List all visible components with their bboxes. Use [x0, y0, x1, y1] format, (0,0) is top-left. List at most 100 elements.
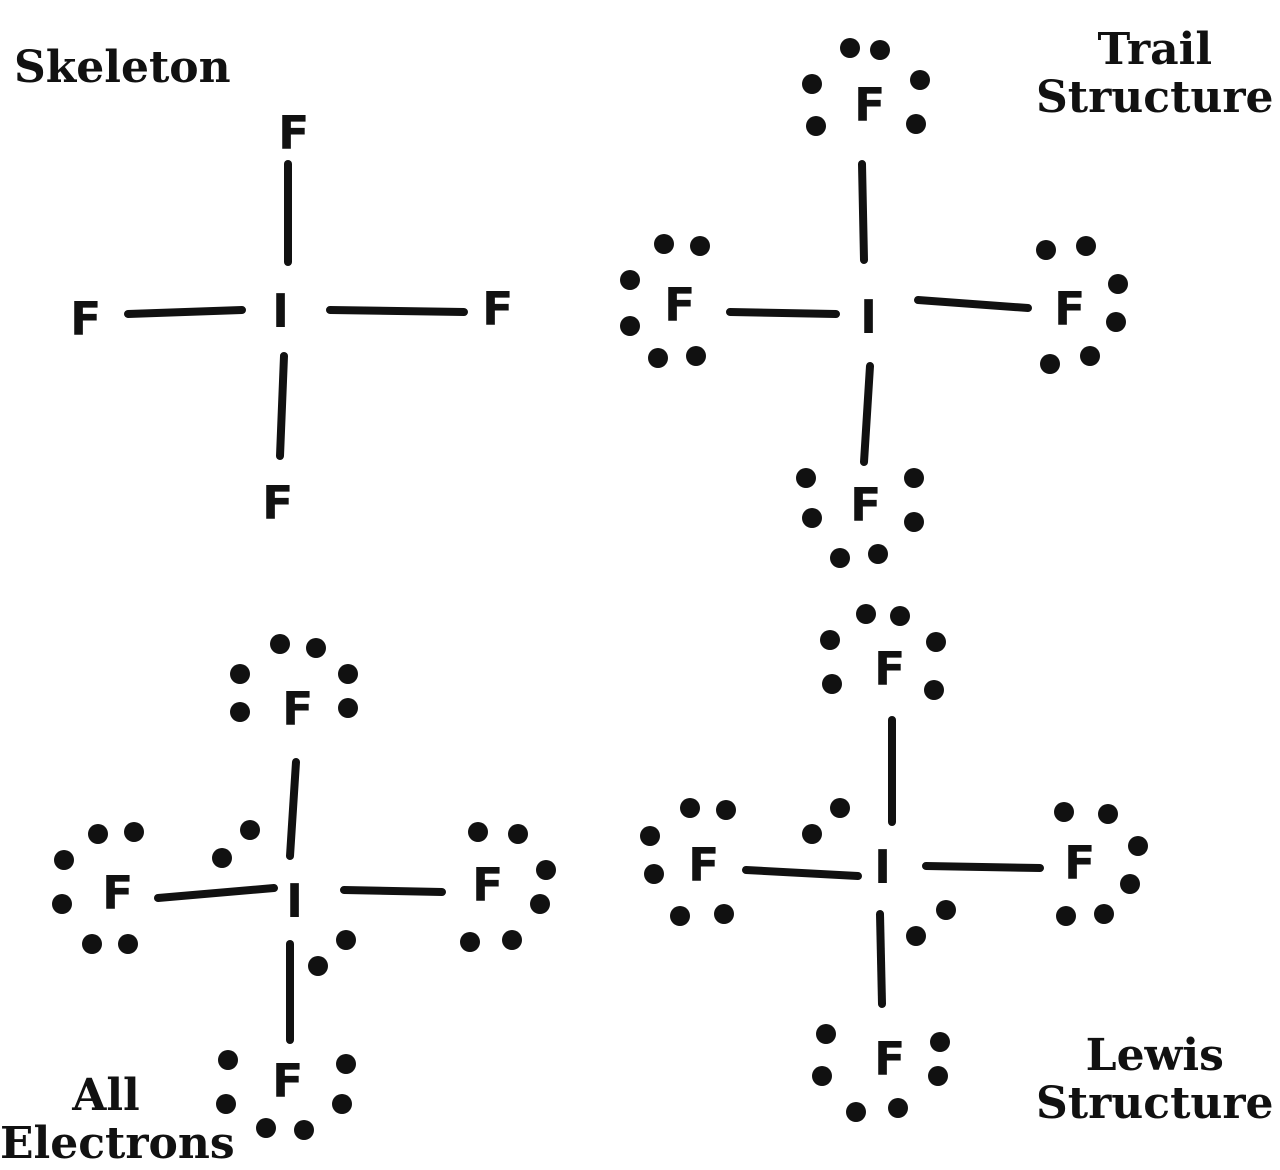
- lone-pair-electron-dot: [336, 930, 356, 950]
- atom-fluorine-right: F: [1064, 836, 1096, 890]
- lone-pair-electron-dot: [936, 900, 956, 920]
- caption-line: Trail: [1097, 24, 1213, 75]
- caption-lewis-structure: Lewis Structure: [1036, 1032, 1274, 1128]
- lone-pair-electron-dot: [230, 702, 250, 722]
- lone-pair-electron-dot: [930, 1032, 950, 1052]
- atom-fluorine-right: F: [482, 282, 514, 336]
- lone-pair-electron-dot: [332, 1094, 352, 1114]
- lone-pair-electron-dot: [680, 798, 700, 818]
- lone-pair-electron-dot: [802, 824, 822, 844]
- atom-fluorine-left: F: [70, 292, 102, 346]
- lone-pair-electron-dot: [856, 604, 876, 624]
- lone-pair-electron-dot: [868, 544, 888, 564]
- lone-pair-electron-dot: [508, 824, 528, 844]
- lone-pair-electron-dot: [230, 664, 250, 684]
- lone-pair-electron-dot: [904, 512, 924, 532]
- atom-fluorine-left: F: [102, 866, 134, 920]
- lone-pair-electron-dot: [1106, 312, 1126, 332]
- lone-pair-electron-dot: [802, 74, 822, 94]
- atom-fluorine-top: F: [874, 642, 906, 696]
- lone-pair-electron-dot: [924, 680, 944, 700]
- lone-pair-electron-dot: [714, 904, 734, 924]
- bond-right: [914, 296, 1032, 312]
- atom-central-iodine: I: [860, 290, 878, 344]
- lone-pair-electron-dot: [88, 824, 108, 844]
- lone-pair-electron-dot: [846, 1102, 866, 1122]
- bond-left: [154, 884, 278, 902]
- lone-pair-electron-dot: [468, 822, 488, 842]
- lone-pair-electron-dot: [796, 468, 816, 488]
- lone-pair-electron-dot: [212, 848, 232, 868]
- lone-pair-electron-dot: [270, 634, 290, 654]
- caption-trail-structure: Trail Structure: [1036, 26, 1274, 122]
- lone-pair-electron-dot: [1056, 906, 1076, 926]
- atom-fluorine-right: F: [1054, 282, 1086, 336]
- caption-line: Structure: [1036, 1078, 1274, 1129]
- lone-pair-electron-dot: [802, 508, 822, 528]
- caption-line: Electrons: [0, 1118, 235, 1169]
- lone-pair-electron-dot: [1036, 240, 1056, 260]
- bond-top: [858, 160, 868, 264]
- caption-skeleton: Skeleton: [14, 44, 231, 92]
- lone-pair-electron-dot: [820, 630, 840, 650]
- lone-pair-electron-dot: [816, 1024, 836, 1044]
- lone-pair-electron-dot: [1076, 236, 1096, 256]
- bond-top: [286, 758, 300, 860]
- lone-pair-electron-dot: [648, 348, 668, 368]
- lone-pair-electron-dot: [338, 698, 358, 718]
- lone-pair-electron-dot: [620, 316, 640, 336]
- lone-pair-electron-dot: [240, 820, 260, 840]
- lone-pair-electron-dot: [308, 956, 328, 976]
- lone-pair-electron-dot: [904, 468, 924, 488]
- atom-central-iodine: I: [286, 874, 304, 928]
- caption-line: All: [72, 1070, 140, 1121]
- lone-pair-electron-dot: [716, 800, 736, 820]
- atom-central-iodine: I: [272, 284, 290, 338]
- lone-pair-electron-dot: [926, 632, 946, 652]
- lone-pair-electron-dot: [822, 674, 842, 694]
- lone-pair-electron-dot: [686, 346, 706, 366]
- lone-pair-electron-dot: [906, 114, 926, 134]
- bond-right: [922, 862, 1044, 872]
- atom-fluorine-right: F: [472, 858, 504, 912]
- atom-fluorine-bottom: F: [850, 478, 882, 532]
- atom-fluorine-top: F: [278, 106, 310, 160]
- caption-all-electrons: All Electrons: [0, 1070, 235, 1169]
- lone-pair-electron-dot: [830, 548, 850, 568]
- lone-pair-electron-dot: [1054, 802, 1074, 822]
- lone-pair-electron-dot: [812, 1066, 832, 1086]
- lone-pair-electron-dot: [460, 932, 480, 952]
- lone-pair-electron-dot: [806, 116, 826, 136]
- lone-pair-electron-dot: [54, 850, 74, 870]
- caption-line: Skeleton: [14, 42, 231, 93]
- bond-bottom: [860, 362, 874, 466]
- lone-pair-electron-dot: [690, 236, 710, 256]
- bond-left: [742, 866, 862, 880]
- lone-pair-electron-dot: [640, 826, 660, 846]
- atom-fluorine-top: F: [854, 78, 886, 132]
- lone-pair-electron-dot: [670, 906, 690, 926]
- lone-pair-electron-dot: [1080, 346, 1100, 366]
- lone-pair-electron-dot: [644, 864, 664, 884]
- lone-pair-electron-dot: [338, 664, 358, 684]
- atom-fluorine-bottom: F: [262, 476, 294, 530]
- bond-right: [340, 886, 446, 896]
- lone-pair-electron-dot: [306, 638, 326, 658]
- lone-pair-electron-dot: [910, 70, 930, 90]
- lone-pair-electron-dot: [216, 1094, 236, 1114]
- lone-pair-electron-dot: [218, 1050, 238, 1070]
- atom-fluorine-left: F: [664, 278, 696, 332]
- lone-pair-electron-dot: [654, 234, 674, 254]
- lone-pair-electron-dot: [1128, 836, 1148, 856]
- atom-fluorine-left: F: [688, 838, 720, 892]
- lone-pair-electron-dot: [530, 894, 550, 914]
- bond-right: [326, 306, 468, 316]
- lone-pair-electron-dot: [906, 926, 926, 946]
- lone-pair-electron-dot: [294, 1120, 314, 1140]
- lone-pair-electron-dot: [336, 1054, 356, 1074]
- atom-fluorine-bottom: F: [874, 1032, 906, 1086]
- caption-line: Structure: [1036, 72, 1274, 123]
- bond-left: [726, 308, 840, 318]
- lone-pair-electron-dot: [1108, 274, 1128, 294]
